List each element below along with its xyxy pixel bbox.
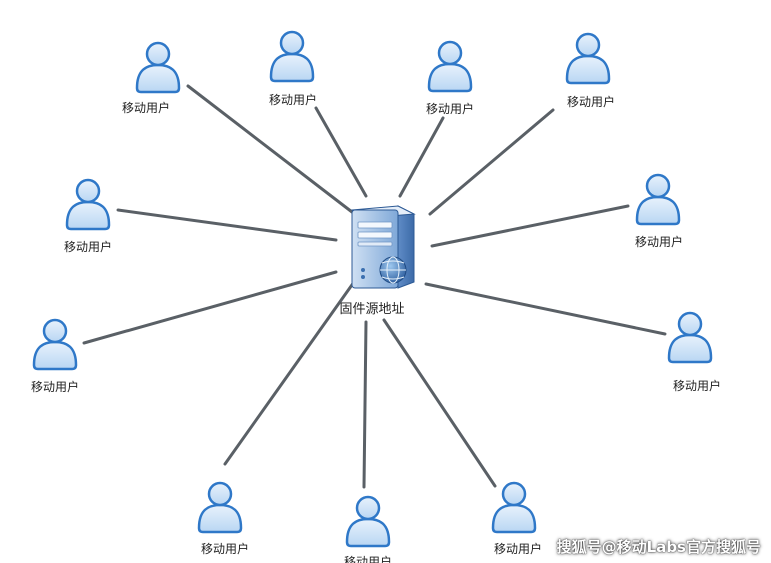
connector-line bbox=[314, 106, 368, 198]
user-label: 移动用户 bbox=[269, 92, 317, 107]
connector-lines bbox=[82, 84, 667, 489]
server-icon bbox=[350, 205, 416, 289]
user-node: 移动用户 bbox=[426, 40, 474, 116]
user-label: 移动用户 bbox=[64, 239, 112, 254]
user-node: 移动用户 bbox=[667, 311, 721, 393]
connector-line bbox=[398, 116, 445, 198]
user-node: 移动用户 bbox=[344, 495, 392, 563]
user-icon bbox=[565, 32, 611, 85]
connector-line bbox=[82, 270, 338, 345]
user-icon bbox=[635, 173, 681, 226]
user-node: 移动用户 bbox=[491, 481, 542, 556]
user-icon bbox=[197, 481, 243, 534]
user-label: 移动用户 bbox=[635, 234, 683, 249]
user-nodes: 移动用户移动用户移动用户移动用户移动用户移动用户移动用户移动用户移动用户移动用户… bbox=[31, 30, 721, 563]
user-icon bbox=[65, 178, 111, 231]
user-node: 移动用户 bbox=[635, 173, 683, 249]
user-node: 移动用户 bbox=[31, 318, 79, 394]
user-node: 移动用户 bbox=[64, 178, 112, 254]
user-label: 移动用户 bbox=[673, 378, 721, 393]
user-icon bbox=[32, 318, 78, 371]
user-node: 移动用户 bbox=[197, 481, 249, 556]
firmware-source-server: 固件源地址 bbox=[339, 205, 416, 317]
connector-line bbox=[362, 320, 368, 489]
user-node: 移动用户 bbox=[269, 30, 317, 107]
user-label: 移动用户 bbox=[201, 541, 249, 556]
user-icon bbox=[427, 40, 473, 93]
connector-line bbox=[223, 280, 356, 466]
connector-line bbox=[382, 318, 497, 488]
connector-line bbox=[424, 282, 667, 336]
watermark: 搜狐号@移动Labs官方搜狐号 bbox=[556, 538, 761, 556]
user-label: 移动用户 bbox=[122, 100, 170, 115]
user-label: 移动用户 bbox=[426, 101, 474, 116]
connector-line bbox=[428, 108, 555, 216]
user-label: 移动用户 bbox=[344, 554, 392, 563]
user-label: 移动用户 bbox=[567, 94, 615, 109]
user-label: 移动用户 bbox=[31, 379, 79, 394]
user-node: 移动用户 bbox=[122, 41, 181, 115]
user-label: 移动用户 bbox=[494, 541, 542, 556]
user-icon bbox=[135, 41, 181, 94]
user-icon bbox=[491, 481, 537, 534]
connector-line bbox=[186, 84, 354, 214]
connector-line bbox=[116, 208, 338, 242]
server-label: 固件源地址 bbox=[339, 302, 404, 317]
connector-line bbox=[430, 204, 630, 248]
user-icon bbox=[269, 30, 315, 83]
user-node: 移动用户 bbox=[565, 32, 615, 109]
user-icon bbox=[667, 311, 713, 364]
user-icon bbox=[345, 495, 391, 548]
